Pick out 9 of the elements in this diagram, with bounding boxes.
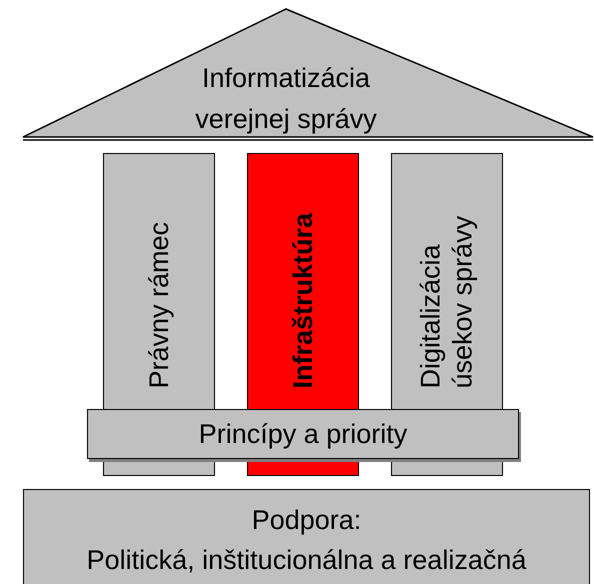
pillar-label: Digitalizácia úsekov správy <box>414 214 479 388</box>
foundation-block <box>23 489 590 584</box>
principles-band <box>87 409 519 459</box>
pillar-label: Právny rámec <box>142 221 175 388</box>
band-label: Princípy a priority <box>198 418 408 451</box>
foundation-label: Politická, inštitucionálna a realizačná <box>86 544 526 577</box>
roof-label: Informatizácia verejnej správy <box>194 62 378 136</box>
pillar-label: Infraštruktúra <box>286 212 319 388</box>
foundation-label: Podpora: <box>252 504 362 537</box>
